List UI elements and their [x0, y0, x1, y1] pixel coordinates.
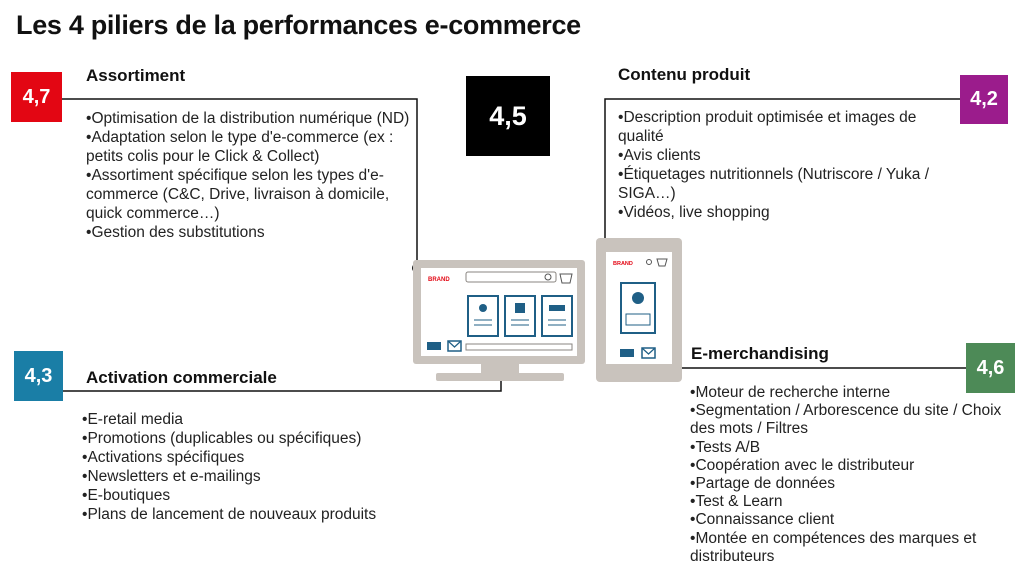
- list-item: Plans de lancement de nouveaux produits: [82, 505, 422, 524]
- emerch-heading: E-merchandising: [691, 344, 829, 363]
- list-item: Partage de données: [690, 475, 1010, 493]
- monitor-illustration: BRAND: [413, 260, 585, 381]
- mobile-brand-text: BRAND: [613, 261, 633, 267]
- activation-heading: Activation commerciale: [86, 368, 277, 387]
- contenu-heading: Contenu produit: [618, 65, 751, 84]
- contenu-score-badge: 4,2: [960, 75, 1008, 124]
- emerch-score-value: 4,6: [976, 356, 1005, 379]
- list-item: Moteur de recherche interne: [690, 384, 1010, 402]
- mobile-illustration: BRAND: [596, 238, 682, 382]
- activation-score-value: 4,3: [24, 364, 53, 387]
- list-item: Connaissance client: [690, 511, 1010, 529]
- contenu-list: Description produit optimisée et images …: [618, 108, 948, 222]
- monitor-brand-text: BRAND: [428, 277, 450, 283]
- assortiment-score-value: 4,7: [22, 85, 51, 108]
- list-item: Étiquetages nutritionnels (Nutriscore / …: [618, 165, 948, 203]
- overall-score-value: 4,5: [489, 100, 527, 131]
- list-item: Montée en compétences des marques et dis…: [690, 530, 1010, 566]
- contenu-score-value: 4,2: [970, 88, 998, 110]
- list-item: Description produit optimisée et images …: [618, 108, 948, 146]
- list-item: Segmentation / Arborescence du site / Ch…: [690, 402, 1010, 438]
- list-item: Optimisation de la distribution numériqu…: [86, 109, 416, 128]
- list-item: Newsletters et e-mailings: [82, 467, 422, 486]
- page-title: Les 4 piliers de la performances e-comme…: [16, 10, 581, 40]
- list-item: Gestion des substitutions: [86, 223, 416, 242]
- list-item: E-boutiques: [82, 486, 422, 505]
- list-item: Assortiment spécifique selon les types d…: [86, 166, 416, 223]
- list-item: Activations spécifiques: [82, 448, 422, 467]
- overall-score-badge: 4,5: [466, 76, 550, 156]
- assortiment-score-badge: 4,7: [11, 72, 62, 122]
- list-item: Coopération avec le distributeur: [690, 457, 1010, 475]
- list-item: Promotions (duplicables ou spécifiques): [82, 429, 422, 448]
- emerch-list: Moteur de recherche interne Segmentation…: [690, 384, 1010, 566]
- activation-score-badge: 4,3: [14, 351, 63, 401]
- list-item: E-retail media: [82, 410, 422, 429]
- list-item: Avis clients: [618, 146, 948, 165]
- list-item: Tests A/B: [690, 439, 1010, 457]
- connector-assortiment: [62, 98, 418, 268]
- activation-list: E-retail media Promotions (duplicables o…: [82, 410, 422, 524]
- list-item: Vidéos, live shopping: [618, 203, 948, 222]
- list-item: Adaptation selon le type d'e-commerce (e…: [86, 128, 416, 166]
- list-item: Test & Learn: [690, 493, 1010, 511]
- assortiment-heading: Assortiment: [86, 66, 186, 85]
- connector-contenu: [604, 98, 960, 242]
- assortiment-list: Optimisation de la distribution numériqu…: [86, 109, 416, 242]
